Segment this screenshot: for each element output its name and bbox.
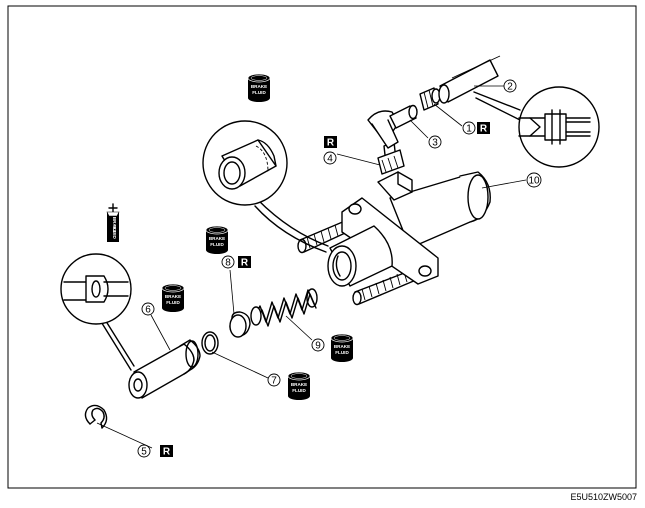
svg-text:BRAKE: BRAKE [209, 236, 225, 241]
detail-view-hose-connection [473, 86, 600, 168]
brake-fluid-icon-piston-cup: BRAKE FLUID [205, 225, 229, 255]
svg-text:BRAKE: BRAKE [112, 217, 117, 233]
secondary-cup [201, 331, 219, 355]
svg-text:8: 8 [225, 258, 231, 269]
master-cylinder-body [297, 171, 491, 306]
grease-applicator [106, 203, 120, 242]
svg-text:R: R [327, 138, 335, 149]
replace-mark-1: R [477, 122, 490, 135]
piston [128, 339, 201, 399]
snap-ring [84, 404, 108, 429]
svg-text:FLUID: FLUID [292, 388, 306, 393]
brake-fluid-icon-applicator: BRAKE FLUID [112, 217, 117, 240]
svg-text:BRAKE: BRAKE [251, 84, 267, 89]
callout-1: 1 [462, 121, 476, 135]
detail-view-piston-end [60, 253, 135, 371]
callout-4: 4 [323, 151, 337, 165]
callout-6: 6 [141, 302, 155, 316]
callout-8: 8 [221, 255, 235, 269]
svg-text:FLUID: FLUID [166, 300, 180, 305]
return-spring [250, 288, 318, 327]
replace-mark-8: R [238, 256, 251, 269]
svg-text:6: 6 [145, 305, 151, 316]
svg-text:FLUID: FLUID [335, 350, 349, 355]
brake-fluid-icon-piston: BRAKE FLUID [161, 283, 185, 313]
replace-mark-4: R [324, 136, 337, 149]
brake-fluid-icon-spring: BRAKE FLUID [330, 333, 354, 363]
hose-nut [419, 87, 441, 111]
callout-3: 3 [428, 135, 442, 149]
clutch-hose [438, 55, 501, 104]
svg-text:2: 2 [507, 82, 513, 93]
svg-text:R: R [480, 124, 488, 135]
svg-text:3: 3 [432, 138, 438, 149]
figure-code: E5U510ZW5007 [570, 492, 637, 502]
fluid-line-fitting [367, 104, 418, 175]
callout-10: 10 [526, 172, 542, 188]
svg-text:R: R [163, 447, 171, 458]
diagram-frame [7, 5, 637, 489]
svg-text:BRAKE: BRAKE [165, 294, 181, 299]
svg-text:4: 4 [327, 154, 333, 165]
piston-cup [229, 311, 251, 338]
replace-mark-5: R [160, 445, 173, 458]
callout-9: 9 [311, 338, 325, 352]
callout-2: 2 [503, 79, 517, 93]
svg-text:5: 5 [141, 447, 147, 458]
svg-text:BRAKE: BRAKE [291, 382, 307, 387]
brake-fluid-icon-bore: BRAKE FLUID [247, 73, 271, 103]
svg-text:1: 1 [466, 124, 472, 135]
brake-fluid-icon-secondary-cup: BRAKE FLUID [287, 371, 311, 401]
callout-7: 7 [267, 373, 281, 387]
svg-text:BRAKE: BRAKE [334, 344, 350, 349]
svg-text:7: 7 [271, 376, 277, 387]
leader-lines [96, 85, 527, 449]
svg-text:R: R [241, 258, 249, 269]
callout-5: 5 [137, 444, 151, 458]
detail-view-cylinder-bore [202, 120, 329, 253]
svg-text:FLUID: FLUID [112, 225, 117, 239]
svg-text:FLUID: FLUID [252, 90, 266, 95]
svg-text:FLUID: FLUID [210, 242, 224, 247]
svg-text:9: 9 [315, 341, 321, 352]
svg-text:10: 10 [528, 176, 540, 187]
